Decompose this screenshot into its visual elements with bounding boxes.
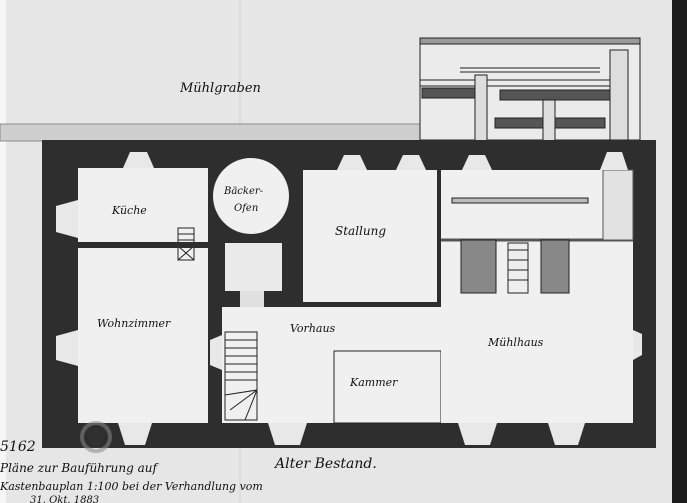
room-vorhaus-stair <box>222 330 334 423</box>
room-muehlhaus <box>441 170 633 423</box>
label-kueche: Küche <box>111 204 147 217</box>
room-baeckerofen <box>213 158 289 234</box>
caption-line3: 31. Okt. 1883 <box>30 495 99 503</box>
label-muehlgraben: Mühlgraben <box>179 81 261 96</box>
room-stallung <box>303 170 437 302</box>
label-muehlhaus: Mühlhaus <box>487 336 544 349</box>
label-baeckerofen-2: Ofen <box>234 203 258 214</box>
sheet-number: 5162 <box>0 439 36 455</box>
mill-gear <box>451 197 589 294</box>
mill-wheel-housing <box>419 37 641 236</box>
archive-stamp-icon <box>80 421 112 453</box>
room-wohnzimmer <box>78 248 208 423</box>
label-baeckerofen-1: Bäcker- <box>223 186 264 197</box>
label-kammer: Kammer <box>349 376 398 389</box>
interior-wall <box>78 242 208 248</box>
label-stallung: Stallung <box>335 224 386 238</box>
caption-line1-left: Pläne zur Bauführung auf <box>0 461 159 475</box>
kitchen-stair <box>177 227 195 261</box>
label-wohnzimmer: Wohnzimmer <box>97 317 171 330</box>
paper-edge-right <box>672 0 687 503</box>
room-kammer <box>333 350 442 424</box>
main-stair <box>224 331 258 421</box>
oven-hearth <box>225 243 282 291</box>
paper-edge-left <box>0 0 6 503</box>
label-vorhaus: Vorhaus <box>290 322 336 335</box>
caption-line2: Kastenbauplan 1:100 bei der Verhandlung … <box>0 480 263 493</box>
window-openings <box>56 152 642 445</box>
muehlhaus-bay <box>602 169 634 241</box>
oven-neck <box>240 291 264 307</box>
caption-line1-right: Alter Bestand. <box>273 456 377 472</box>
millrace-wall <box>0 123 431 142</box>
